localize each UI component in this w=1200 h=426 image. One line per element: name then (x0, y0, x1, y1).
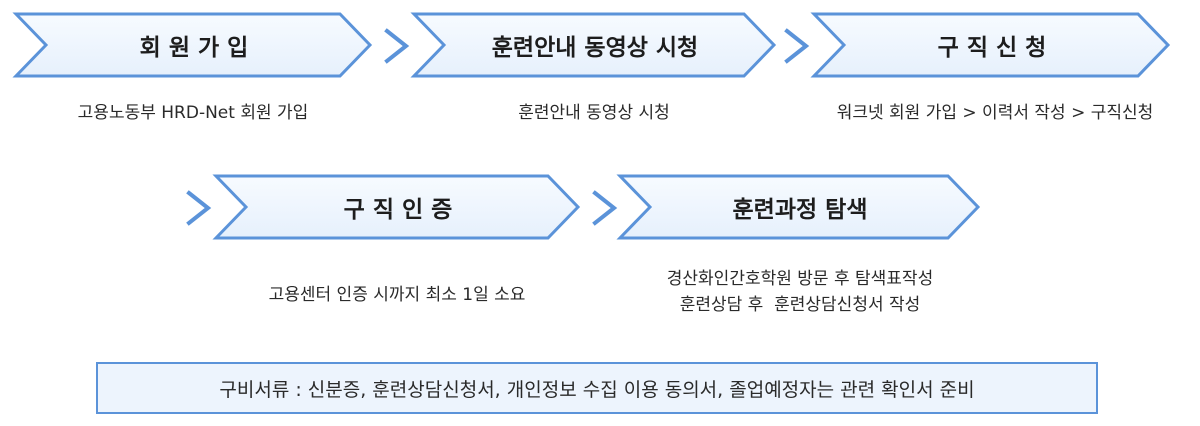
required-documents-box: 구비서류 : 신분증, 훈련상담신청서, 개인정보 수집 이용 동의서, 졸업예… (96, 362, 1098, 414)
step-signup: 회 원 가 입 (12, 12, 373, 78)
step-title: 구 직 신 청 (937, 35, 1047, 61)
arrow-shape-icon (212, 174, 581, 240)
chevron-right-icon (592, 190, 618, 226)
step-description: 훈련안내 동영상 시청 (412, 100, 776, 126)
step-description: 고용센터 인증 시까지 최소 1일 소요 (214, 282, 580, 308)
step-title: 훈련안내 동영상 시청 (491, 35, 699, 61)
step-description-line: 훈련상담 후 훈련상담신청서 작성 (679, 295, 921, 315)
step-course-search: 훈련과정 탐색 (616, 174, 981, 240)
step-description-line: 훈련안내 동영상 시청 (518, 103, 670, 123)
required-documents-text: 구비서류 : 신분증, 훈련상담신청서, 개인정보 수집 이용 동의서, 졸업예… (219, 378, 975, 401)
step-title: 훈련과정 탐색 (732, 197, 868, 223)
step-description: 고용노동부 HRD-Net 회원 가입 (14, 100, 372, 126)
step-description-line: 워크넷 회원 가입 > 이력서 작성 > 구직신청 (836, 103, 1154, 123)
arrow-shape-icon (12, 12, 373, 78)
arrow-shape-icon (410, 12, 777, 78)
step-job-application: 구 직 신 청 (810, 12, 1171, 78)
chevron-right-icon (384, 28, 410, 64)
arrow-shape-icon (616, 174, 981, 240)
chevron-right-icon (784, 28, 810, 64)
step-description-line: 고용센터 인증 시까지 최소 1일 소요 (268, 285, 526, 305)
chevron-right-icon (186, 190, 212, 226)
step-description: 경산화인간호학원 방문 후 탐색표작성 훈련상담 후 훈련상담신청서 작성 (600, 266, 1000, 318)
step-title: 회 원 가 입 (139, 35, 249, 61)
step-description-line: 경산화인간호학원 방문 후 탐색표작성 (666, 269, 934, 289)
arrow-shape-icon (810, 12, 1171, 78)
step-video: 훈련안내 동영상 시청 (410, 12, 777, 78)
step-description-line: 고용노동부 HRD-Net 회원 가입 (77, 103, 309, 123)
step-description: 워크넷 회원 가입 > 이력서 작성 > 구직신청 (800, 100, 1190, 126)
step-job-verification: 구 직 인 증 (212, 174, 581, 240)
step-title: 구 직 인 증 (343, 197, 453, 223)
